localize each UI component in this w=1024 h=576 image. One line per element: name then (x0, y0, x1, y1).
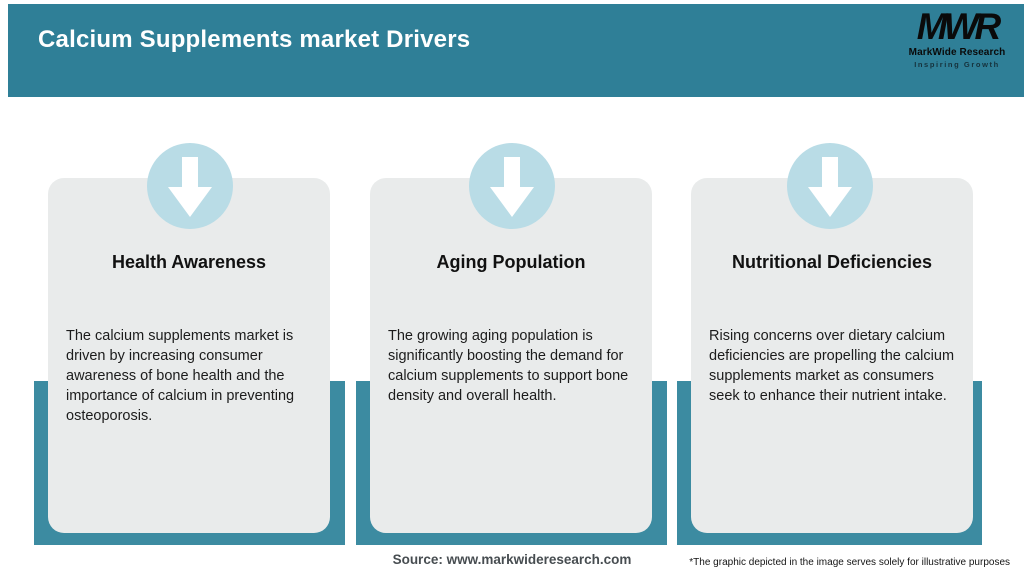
logo-tagline: Inspiring Growth (914, 60, 1000, 69)
logo-monogram: MWR (916, 6, 1001, 47)
down-arrow-badge (468, 143, 555, 229)
driver-card: Aging Population The growing aging popul… (370, 178, 652, 533)
driver-column-aging-population: Aging Population The growing aging popul… (356, 143, 667, 545)
card-title: Health Awareness (111, 252, 267, 272)
driver-column-nutritional-deficiencies: Nutritional Deficiencies Rising concerns… (677, 143, 982, 545)
down-arrow-badge (146, 143, 233, 229)
card-description: The growing aging population is signific… (388, 328, 629, 404)
down-arrow-icon (489, 157, 534, 217)
card-description: The calcium supplements market is driven… (66, 328, 295, 424)
driver-card: Health Awareness The calcium supplements… (48, 178, 330, 533)
driver-card: Nutritional Deficiencies Rising concerns… (691, 178, 973, 533)
card-description: Rising concerns over dietary calcium def… (709, 328, 955, 404)
down-arrow-badge (786, 143, 873, 229)
driver-column-health-awareness: Health Awareness The calcium supplements… (34, 143, 345, 545)
down-arrow-icon (167, 157, 212, 217)
card-title: Nutritional Deficiencies (731, 252, 933, 272)
header-bar: Calcium Supplements market Drivers MWR M… (8, 4, 1024, 97)
down-arrow-icon (807, 157, 852, 217)
markwide-research-logo: MWR MarkWide Research Inspiring Growth (902, 6, 1012, 70)
source-text: Source: www.markwideresearch.com (392, 552, 632, 567)
logo-name: MarkWide Research (908, 47, 1006, 58)
disclaimer-text: *The graphic depicted in the image serve… (689, 557, 1010, 568)
card-title: Aging Population (436, 252, 586, 272)
page-title: Calcium Supplements market Drivers (38, 26, 471, 53)
